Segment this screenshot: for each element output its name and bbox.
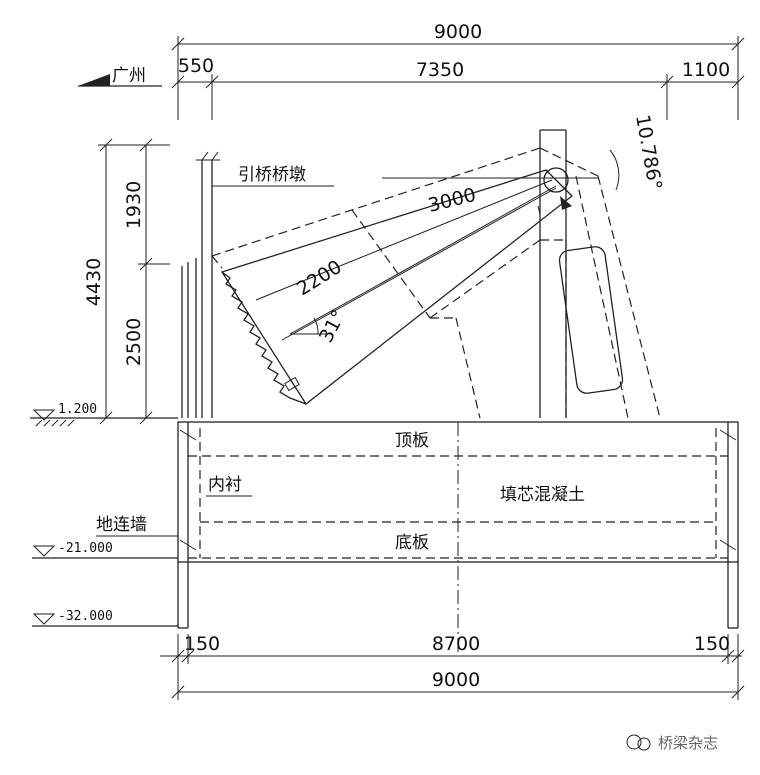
level-ground: 1.200 <box>58 402 97 417</box>
level-bottom-marker: -21.000 <box>32 541 178 559</box>
label-fill-concrete: 填芯混凝土 <box>500 485 585 505</box>
rotation-envelope <box>211 147 661 419</box>
dim-bottom-right: 150 <box>694 633 730 655</box>
dim-left-lower: 2500 <box>123 318 145 366</box>
label-pier: 引桥桥墩 <box>238 165 306 185</box>
watermark: 桥梁杂志 <box>626 734 718 752</box>
dim-left-upper: 1930 <box>123 181 145 229</box>
radius-inner: 2200 <box>293 256 346 300</box>
direction-arrow: 广州 <box>78 66 162 87</box>
dim-bottom-mid: 8700 <box>432 633 480 655</box>
dim-bottom-left: 150 <box>184 633 220 655</box>
radius-annotations: 3000 2200 31° 10.786° <box>289 113 666 346</box>
level-toe-marker: -32.000 <box>32 609 178 627</box>
dim-left-total: 4430 <box>83 258 105 306</box>
dim-bottom-total: 9000 <box>432 669 480 691</box>
watermark-text: 桥梁杂志 <box>658 734 718 752</box>
label-diaphragm-wall: 地连墙 <box>96 515 147 535</box>
foundation-box <box>177 421 739 655</box>
level-bottom-slab: -21.000 <box>58 541 113 556</box>
label-lining: 内衬 <box>208 475 242 495</box>
label-bottom-slab: 底板 <box>395 533 429 553</box>
radius-outer: 3000 <box>426 184 478 217</box>
ground-level-marker: 1.200 <box>30 402 178 427</box>
dim-top-right: 1100 <box>682 59 730 81</box>
direction-label: 广州 <box>112 66 146 86</box>
dim-top-mid: 7350 <box>416 59 464 81</box>
approach-pier <box>181 151 220 418</box>
rotated-beam <box>220 169 573 405</box>
top-dimension-group: 9000 550 7350 1100 <box>171 21 745 120</box>
angle-large: 31° <box>315 306 350 346</box>
angle-small: 10.786° <box>631 113 666 192</box>
label-top-slab: 顶板 <box>395 431 429 451</box>
level-wall-toe: -32.000 <box>58 609 113 624</box>
bottom-dimension-group: 150 8700 150 9000 <box>160 633 745 700</box>
dim-top-left: 550 <box>178 55 214 77</box>
pivot-column <box>537 129 624 418</box>
dim-top-total: 9000 <box>434 21 482 43</box>
left-dimension-group: 4430 1930 2500 <box>83 138 170 425</box>
